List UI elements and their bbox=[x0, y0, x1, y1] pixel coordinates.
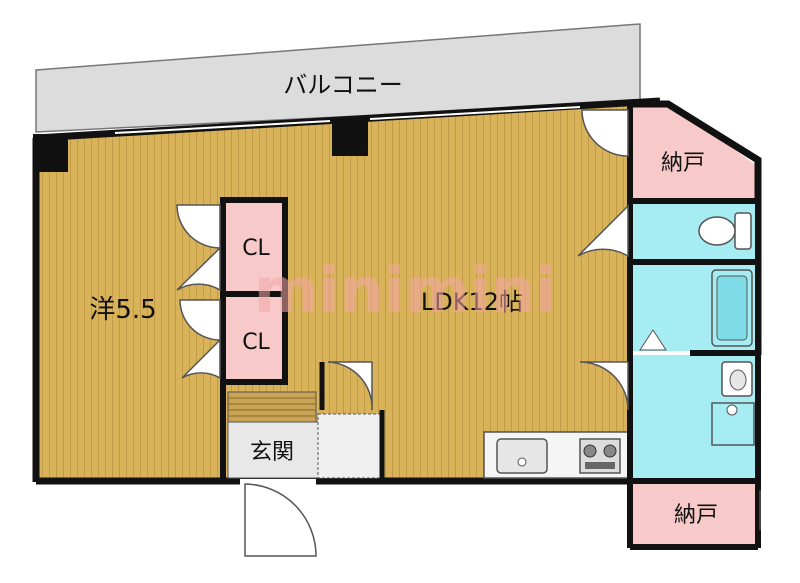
right-room-doors[interactable] bbox=[577, 109, 761, 530]
column-middle bbox=[332, 118, 368, 156]
toilet-tank bbox=[734, 212, 752, 250]
washbasin-bowl bbox=[729, 369, 747, 391]
ldk-label: LDK12帖 bbox=[421, 288, 523, 316]
shoe-cabinet bbox=[317, 413, 383, 479]
front-door-gap bbox=[240, 479, 316, 485]
bathtub-inner bbox=[716, 275, 748, 341]
watermark: minimini bbox=[254, 254, 557, 327]
closet-bottom-label: CL bbox=[242, 330, 270, 355]
balcony-label: バルコニー bbox=[283, 71, 403, 99]
western-room-label: 洋5.5 bbox=[89, 295, 156, 325]
column-left bbox=[33, 134, 68, 172]
right-walls bbox=[627, 101, 761, 550]
window-top-2 bbox=[369, 106, 581, 120]
entrance-label: 玄関 bbox=[250, 440, 294, 465]
kitchen-sink bbox=[496, 438, 548, 474]
burner-right bbox=[603, 444, 617, 458]
front-door[interactable] bbox=[244, 483, 317, 557]
toilet-bowl bbox=[698, 216, 736, 246]
entrance-step bbox=[227, 391, 317, 423]
storage-top-label: 納戸 bbox=[661, 151, 705, 176]
closet-bottom bbox=[220, 291, 288, 385]
stove-grill bbox=[585, 462, 615, 469]
drain-icon bbox=[726, 404, 738, 416]
closet-doors bbox=[176, 204, 221, 380]
entrance-step-lines bbox=[228, 397, 316, 417]
shower-mark bbox=[639, 329, 667, 351]
washer-space bbox=[711, 402, 755, 446]
sink-drain bbox=[517, 457, 527, 467]
window-top bbox=[114, 120, 331, 134]
burner-left bbox=[583, 444, 597, 458]
storage-top-area bbox=[632, 104, 756, 200]
storage-bottom-area bbox=[632, 482, 756, 544]
closet-top-label: CL bbox=[242, 236, 270, 261]
storage-bottom-label: 納戸 bbox=[674, 503, 718, 528]
main-floor bbox=[38, 105, 630, 478]
entrance-inner-door[interactable] bbox=[327, 361, 373, 411]
